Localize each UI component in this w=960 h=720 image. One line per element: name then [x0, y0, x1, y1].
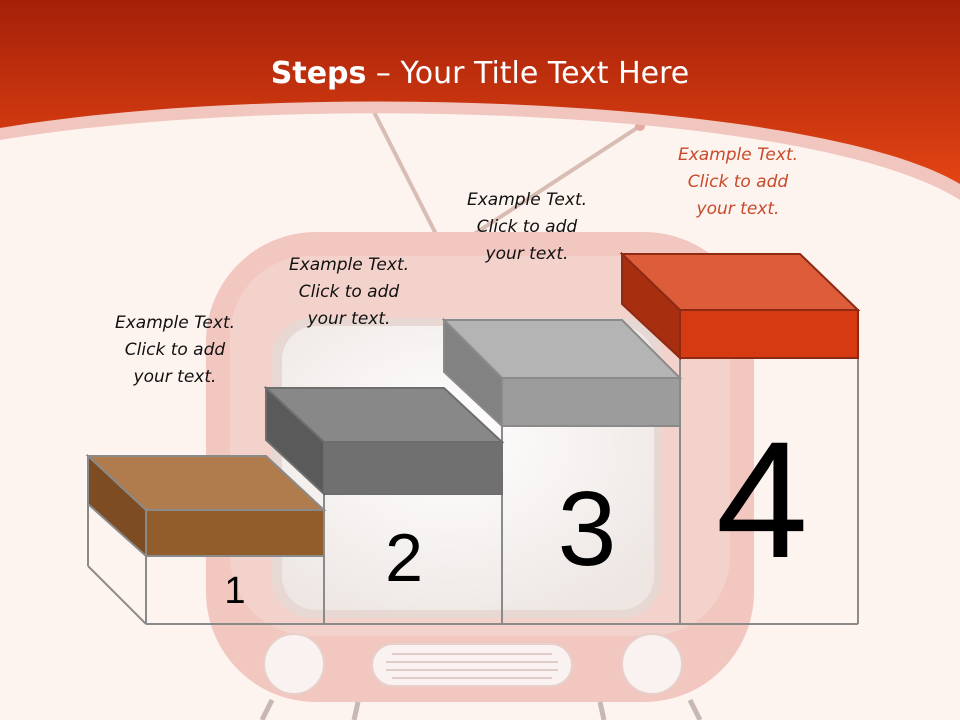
caption-line: Click to add	[476, 217, 578, 237]
caption-line: your text.	[307, 309, 391, 329]
caption-line: Example Text.	[677, 145, 799, 165]
step-3-block[interactable]	[441, 317, 683, 429]
title-bold: Steps	[270, 56, 367, 91]
step-1-number: 1	[224, 570, 246, 612]
caption-line: Example Text.	[466, 190, 588, 210]
step-1-caption[interactable]: Example Text. Click to add your text.	[80, 310, 270, 391]
step-3-number: 3	[557, 470, 617, 588]
step-1-block[interactable]	[85, 453, 327, 559]
caption-line: Click to add	[124, 340, 226, 360]
step-4-block[interactable]	[619, 251, 861, 361]
step-2-number: 2	[385, 520, 423, 596]
caption-line: Example Text.	[114, 313, 236, 333]
caption-line: your text.	[485, 244, 569, 264]
caption-line: Click to add	[687, 172, 789, 192]
caption-line: your text.	[696, 199, 780, 219]
title-text: – Your Title Text Here	[366, 56, 690, 91]
step-2-caption[interactable]: Example Text. Click to add your text.	[254, 252, 444, 333]
slide-title[interactable]: Steps – Your Title Text Here	[0, 52, 960, 96]
step-2-block[interactable]	[263, 385, 505, 497]
caption-line: Example Text.	[288, 255, 410, 275]
caption-line: Click to add	[298, 282, 400, 302]
step-4-number: 4	[715, 408, 809, 593]
step-4-caption[interactable]: Example Text. Click to add your text.	[643, 142, 833, 223]
step-3-caption[interactable]: Example Text. Click to add your text.	[432, 187, 622, 268]
caption-line: your text.	[133, 367, 217, 387]
